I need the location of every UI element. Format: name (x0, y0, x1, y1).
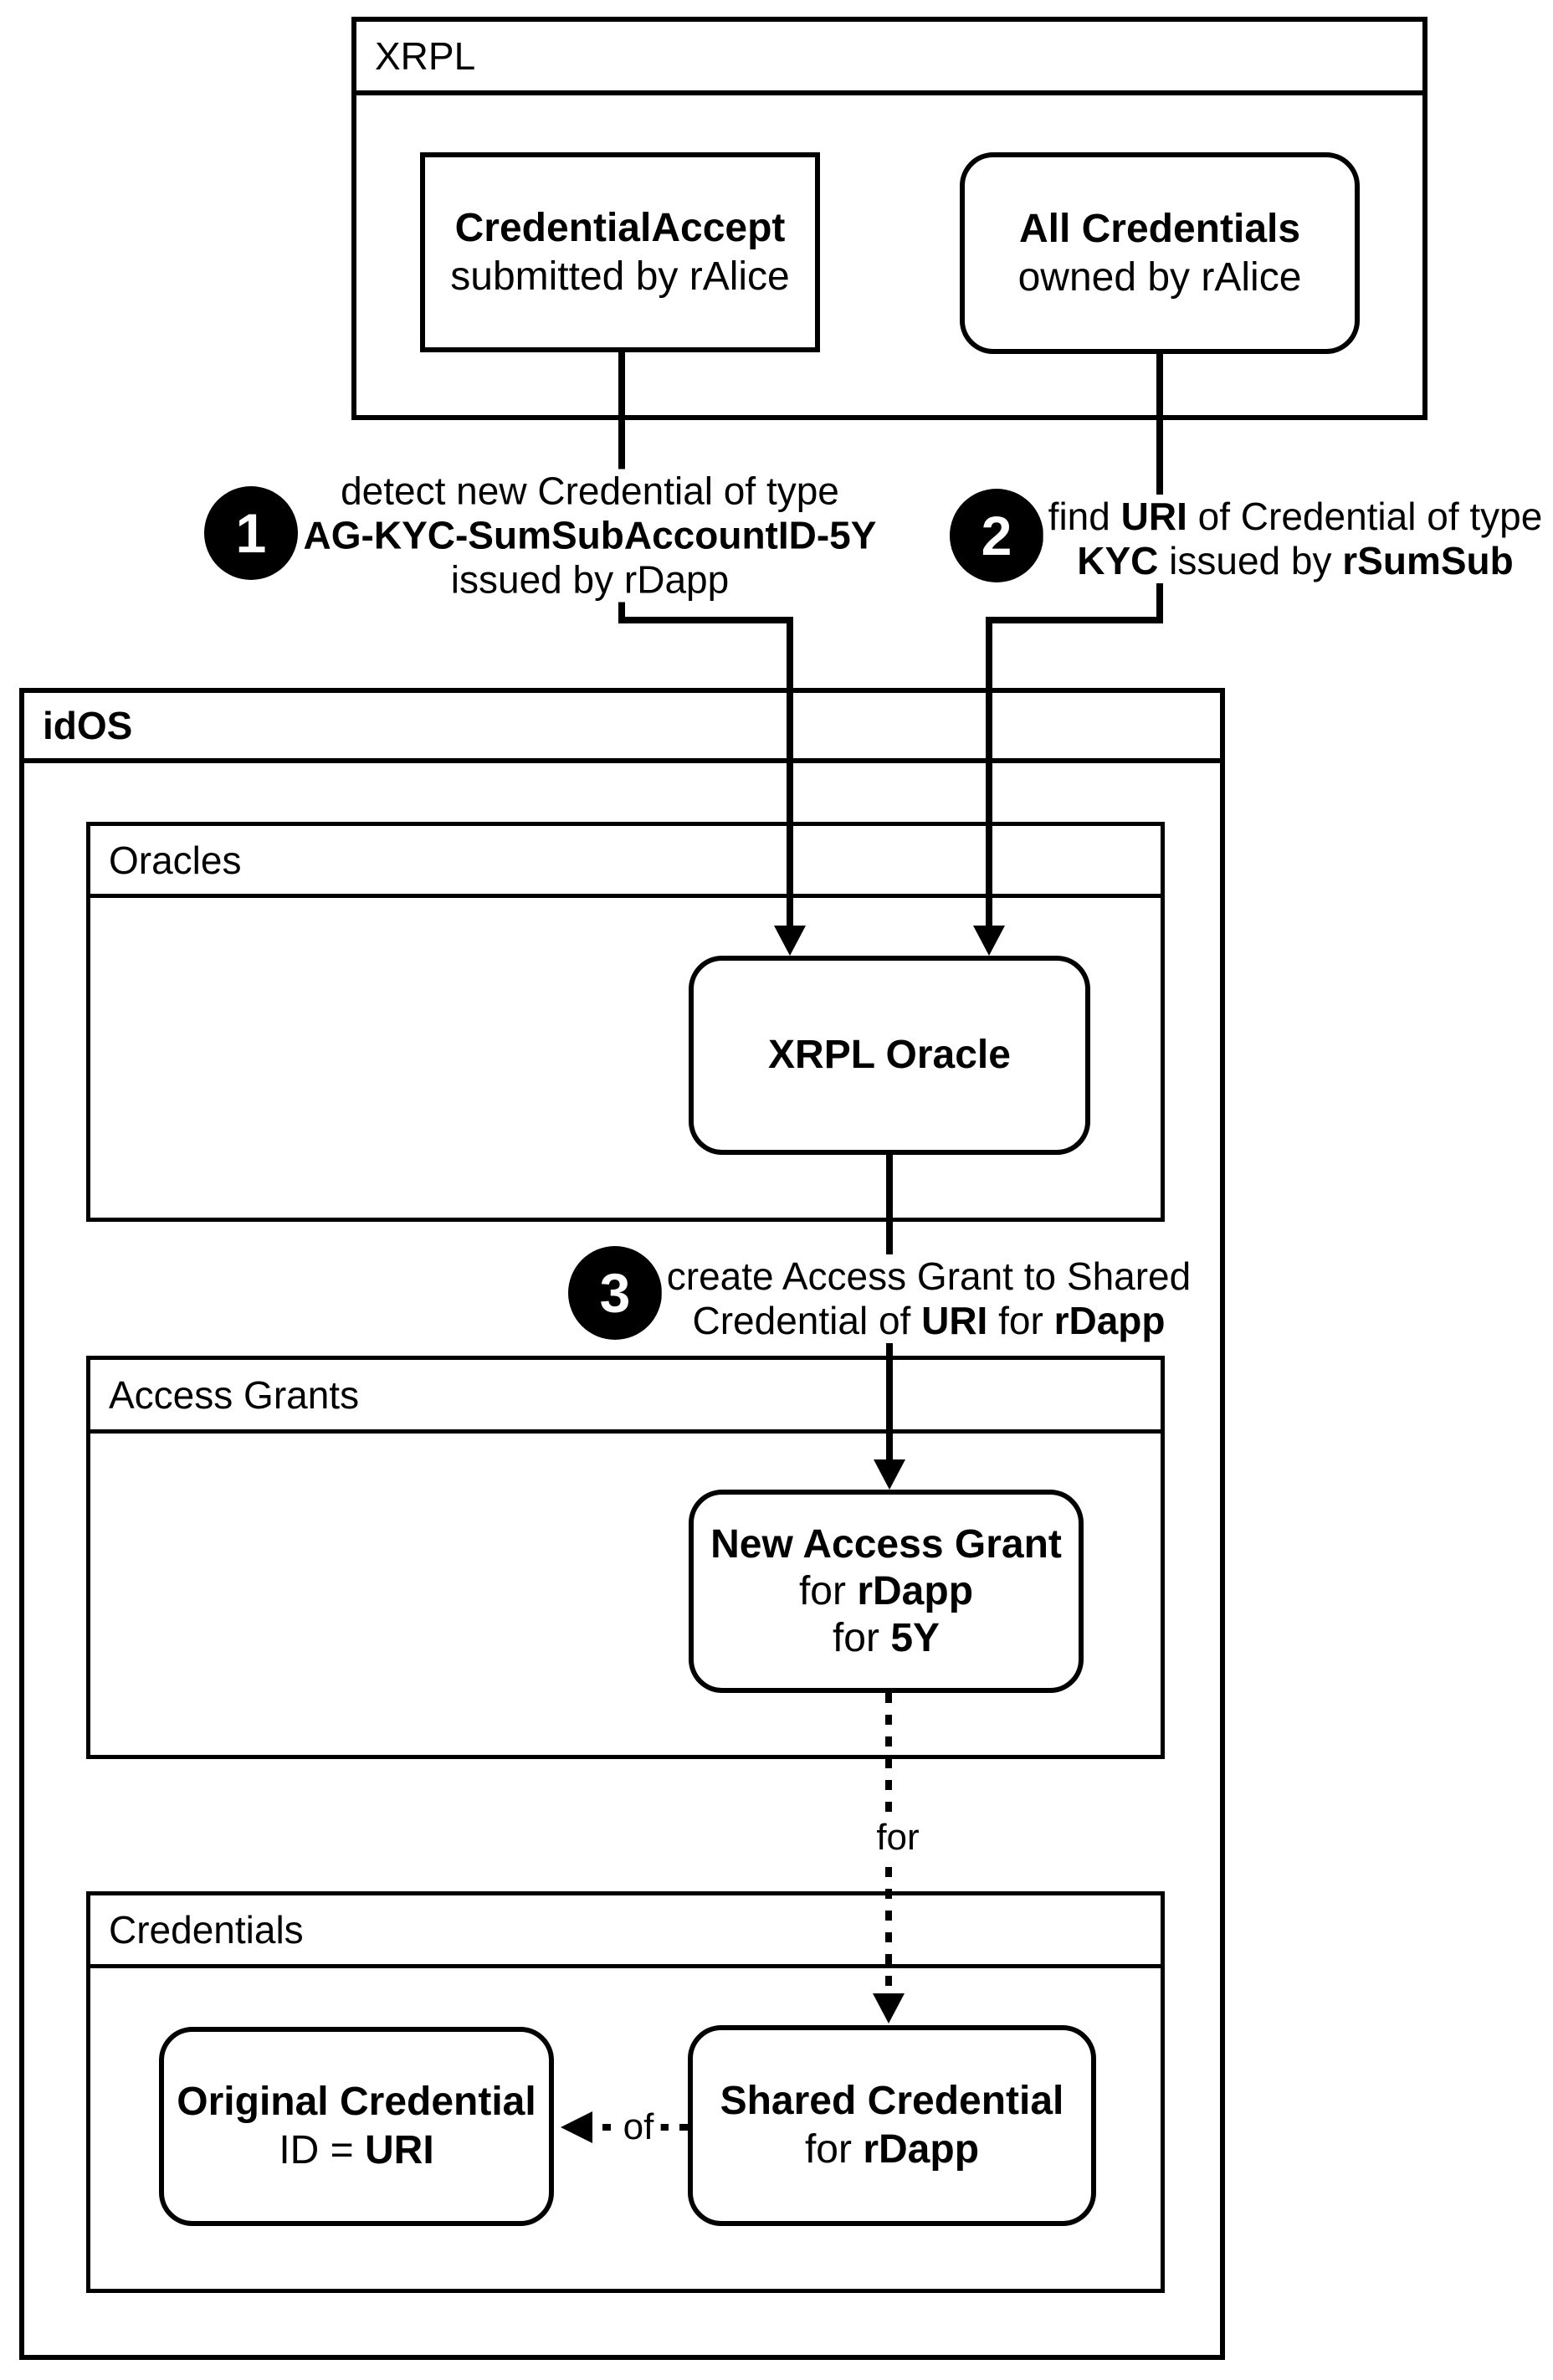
xrpl-titlebar: XRPL (356, 22, 1422, 95)
arrowhead-down-icon (973, 926, 1005, 956)
step-3-badge: 3 (568, 1246, 662, 1340)
idos-titlebar: idOS (24, 693, 1220, 763)
xrpl-oracle-node: XRPL Oracle (689, 956, 1090, 1155)
connector-allcredentials-to-oracle (986, 354, 1163, 926)
oracles-title: Oracles (109, 838, 242, 882)
credentials-titlebar: Credentials (90, 1895, 1161, 1968)
step-2-badge: 2 (950, 489, 1043, 582)
connector-credentialaccept-to-oracle (618, 352, 793, 926)
arrowhead-down-icon (873, 1993, 905, 2024)
xrpl-title: XRPL (375, 34, 476, 78)
idos-title: idOS (43, 704, 133, 747)
access-grants-titlebar: Access Grants (90, 1360, 1161, 1434)
arrowhead-left-icon (561, 2111, 592, 2143)
step-1-badge: 1 (204, 486, 298, 580)
edge-label-for: for (869, 1817, 926, 1859)
credentials-title: Credentials (109, 1908, 304, 1952)
access-grants-title: Access Grants (109, 1372, 360, 1417)
arrowhead-down-icon (874, 1459, 905, 1490)
edge-label-of: of (616, 2106, 661, 2148)
oracles-titlebar: Oracles (90, 826, 1161, 898)
arrowhead-down-icon (774, 926, 806, 956)
